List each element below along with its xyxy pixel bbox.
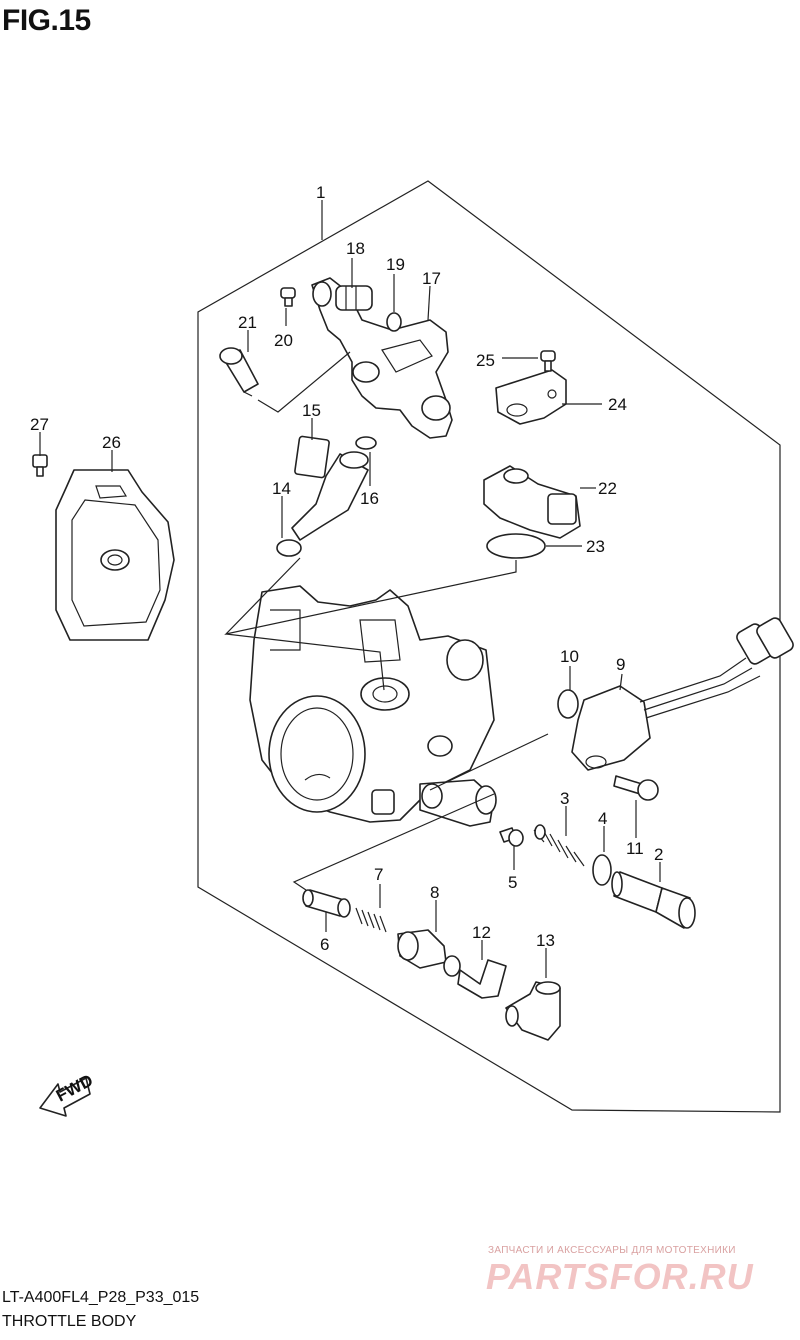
callout-22: 22: [598, 479, 617, 498]
callout-24: 24: [608, 395, 627, 414]
part-13-elbow[interactable]: [505, 981, 561, 1041]
part-27-screw[interactable]: [32, 454, 48, 477]
callout-18: 18: [346, 239, 365, 258]
diagram-code: LT-A400FL4_P28_P33_015: [2, 1289, 200, 1306]
callout-7: 7: [374, 865, 383, 884]
callout-17: 17: [422, 269, 441, 288]
part-14-o-ring[interactable]: [276, 539, 302, 557]
part-5-screw[interactable]: [499, 827, 524, 847]
part-9-throttle-position-sensor[interactable]: [571, 616, 795, 771]
callout-8: 8: [430, 883, 439, 902]
callout-12: 12: [472, 923, 491, 942]
part-8-fitting[interactable]: [397, 929, 461, 977]
callout-20: 20: [274, 331, 293, 350]
part-6-plunger[interactable]: [302, 889, 351, 918]
part-20-screw[interactable]: [280, 287, 296, 307]
callout-25: 25: [476, 351, 495, 370]
assembly-boundary: [197, 180, 781, 1113]
figure-title: FIG.15: [2, 4, 91, 37]
part-17-delivery-pipe[interactable]: [311, 277, 453, 439]
callout-27: 27: [30, 415, 49, 434]
callout-13: 13: [536, 931, 555, 950]
callout-14: 14: [272, 479, 291, 498]
part-11-screw[interactable]: [613, 775, 659, 801]
watermark-tagline: ЗАПЧАСТИ И АКСЕССУАРЫ ДЛЯ МОТОТЕХНИКИ: [488, 1245, 736, 1256]
part-4-o-ring[interactable]: [592, 854, 612, 886]
adjust-port[interactable]: [419, 779, 497, 827]
part-22-sensor[interactable]: [483, 465, 581, 539]
leader-lines: [39, 200, 661, 978]
part-24-bracket[interactable]: [495, 369, 567, 425]
throttle-body-housing[interactable]: [249, 585, 495, 823]
part-16-o-ring[interactable]: [355, 436, 377, 450]
callout-4: 4: [598, 809, 607, 828]
callout-2: 2: [654, 845, 663, 864]
part-7-spring[interactable]: [355, 907, 387, 933]
part-10-o-ring[interactable]: [557, 689, 579, 719]
part-15-fuel-injector[interactable]: [291, 435, 369, 541]
callout-5: 5: [508, 873, 517, 892]
part-18-pressure-regulator[interactable]: [335, 285, 373, 311]
callout-19: 19: [386, 255, 405, 274]
callout-23: 23: [586, 537, 605, 556]
callout-numbers: 1 18 19 17 20 21 25 24 15 27 26 14 16 22…: [30, 183, 663, 954]
part-26-cover[interactable]: [55, 469, 175, 641]
callout-15: 15: [302, 401, 321, 420]
callout-21: 21: [238, 313, 257, 332]
callout-9: 9: [616, 655, 625, 674]
part-19-o-ring[interactable]: [386, 312, 402, 332]
callout-11: 11: [626, 839, 644, 858]
part-12-hose[interactable]: [457, 959, 507, 999]
part-21-cap[interactable]: [219, 347, 259, 397]
fwd-direction-arrow: FWD: [39, 1071, 96, 1117]
watermark-logo: PARTSFOR.RU: [486, 1256, 754, 1297]
part-25-screw[interactable]: [540, 350, 556, 372]
part-23-o-ring[interactable]: [486, 533, 546, 559]
callout-1: 1: [316, 183, 325, 202]
part-3-spring[interactable]: [533, 824, 585, 867]
diagram-caption: THROTTLE BODY: [2, 1313, 137, 1330]
callout-26: 26: [102, 433, 121, 452]
part-2-adjust-screw[interactable]: [611, 871, 696, 929]
callout-10: 10: [560, 647, 579, 666]
callout-6: 6: [320, 935, 329, 954]
callout-16: 16: [360, 489, 379, 508]
callout-3: 3: [560, 789, 569, 808]
